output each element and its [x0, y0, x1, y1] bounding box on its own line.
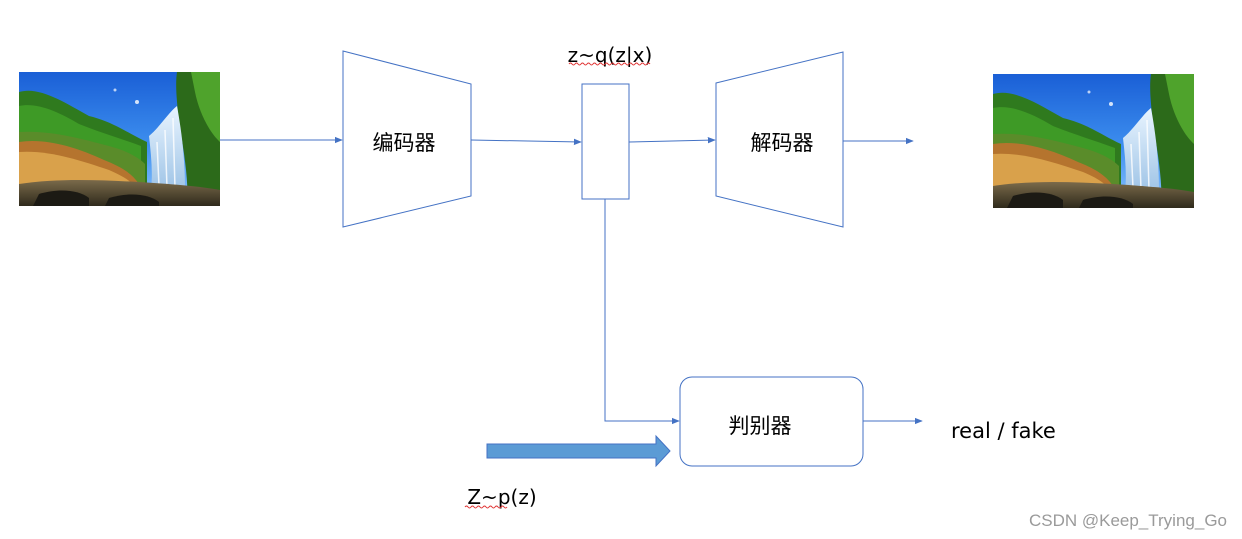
latent-block: z~q(z|x)	[568, 43, 653, 200]
spellcheck-underline	[464, 505, 508, 509]
encoder-shape	[342, 50, 472, 228]
arrow-latent-to-discriminator	[604, 199, 680, 425]
waterfall-landscape-image	[18, 71, 221, 207]
decoder-block: 解码器	[715, 51, 844, 228]
prior-arrow	[486, 434, 671, 468]
latent-label: z~q(z|x)	[568, 43, 653, 67]
arrow-latent-to-decoder	[628, 136, 716, 144]
reconstructed-image	[992, 73, 1195, 209]
waterfall-landscape-image	[992, 73, 1195, 209]
prior-label: Z~p(z)	[467, 485, 536, 509]
discriminator-label: 判别器	[729, 414, 792, 438]
watermark: CSDN @Keep_Trying_Go	[1029, 511, 1227, 530]
arrow-encoder-to-latent	[470, 138, 582, 146]
encoder-label: 编码器	[373, 131, 436, 155]
decoder-shape	[715, 51, 844, 228]
decoder-label: 解码器	[751, 131, 814, 155]
discriminator-block: 判别器	[679, 376, 864, 467]
latent-shape	[581, 83, 630, 200]
real-fake-label: real / fake	[951, 419, 1056, 443]
spellcheck-underline	[568, 62, 651, 66]
input-image	[18, 71, 221, 207]
encoder-block: 编码器	[342, 50, 472, 228]
